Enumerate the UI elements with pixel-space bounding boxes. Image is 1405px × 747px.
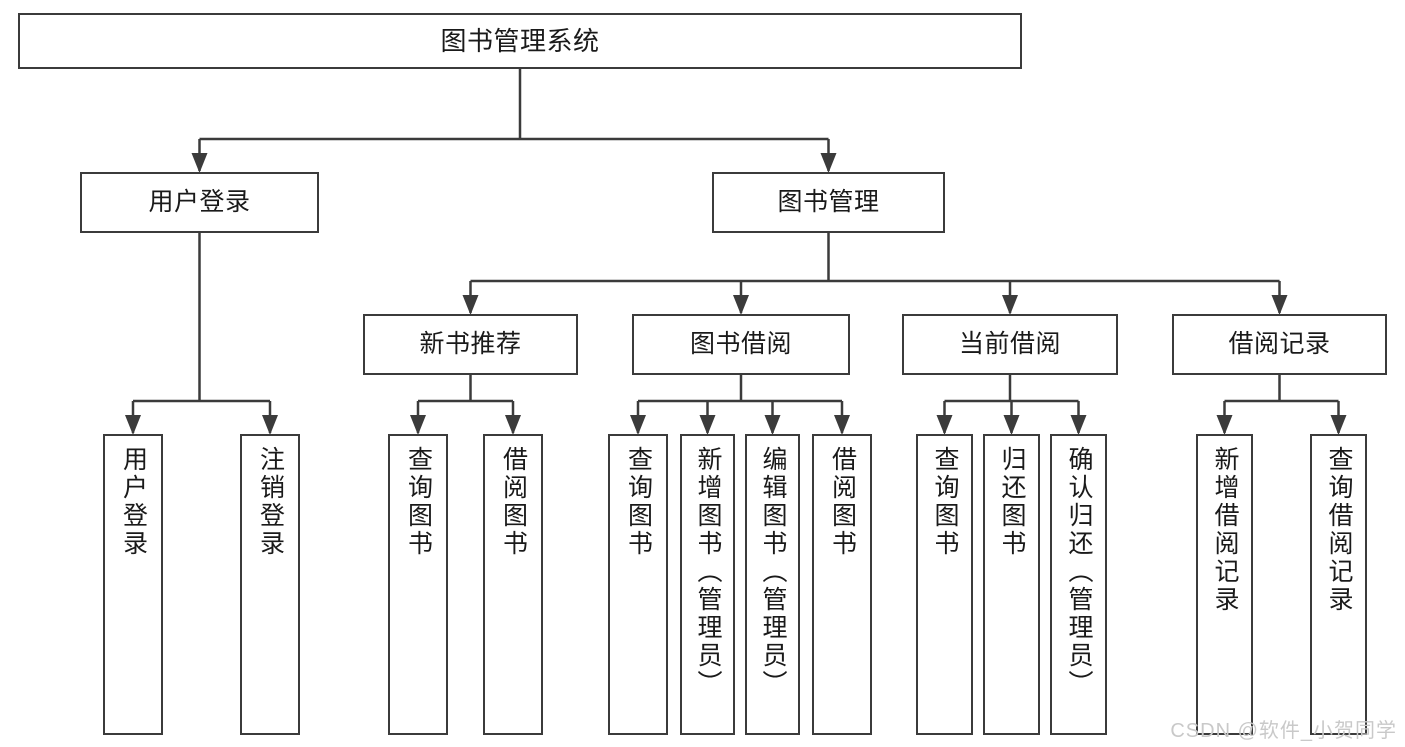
node-label: 新书推荐 bbox=[419, 329, 522, 358]
node-leaf-cb-query[interactable]: 查询图书 bbox=[916, 434, 973, 735]
connector-arrowhead bbox=[1002, 295, 1018, 315]
node-label: 图书借阅 bbox=[689, 329, 792, 358]
connector-arrowhead bbox=[699, 415, 716, 435]
node-label: 确认归还（管理员） bbox=[1065, 446, 1093, 698]
node-leaf-nb-query[interactable]: 查询图书 bbox=[388, 434, 448, 735]
connector-arrowhead bbox=[1271, 295, 1288, 315]
node-newbook[interactable]: 新书推荐 bbox=[363, 314, 578, 375]
node-label: 借阅图书 bbox=[499, 446, 528, 558]
node-label: 查询图书 bbox=[624, 446, 653, 558]
watermark: CSDN @软件_小贺同学 bbox=[1170, 720, 1397, 742]
node-leaf-br-query[interactable]: 查询借阅记录 bbox=[1310, 434, 1367, 735]
node-leaf-br-add[interactable]: 新增借阅记录 bbox=[1196, 434, 1253, 735]
connector-arrowhead bbox=[1003, 415, 1020, 435]
connector-arrowhead bbox=[733, 295, 749, 315]
node-label: 图书管理 bbox=[777, 187, 880, 216]
node-label: 查询图书 bbox=[931, 446, 959, 558]
node-leaf-cb-return[interactable]: 归还图书 bbox=[983, 434, 1040, 735]
connector-arrowhead bbox=[630, 415, 646, 435]
connector-arrowhead bbox=[410, 415, 426, 435]
node-leaf-user-login[interactable]: 用户登录 bbox=[103, 434, 163, 735]
connector-arrowhead bbox=[1070, 415, 1087, 435]
node-label: 新增借阅记录 bbox=[1211, 446, 1239, 614]
node-leaf-nb-borrow[interactable]: 借阅图书 bbox=[483, 434, 543, 735]
node-leaf-bb-borrow[interactable]: 借阅图书 bbox=[812, 434, 872, 735]
node-leaf-bb-edit[interactable]: 编辑图书（管理员） bbox=[745, 434, 800, 735]
node-label: 当前借阅 bbox=[958, 329, 1061, 358]
node-leaf-bb-add[interactable]: 新增图书（管理员） bbox=[680, 434, 735, 735]
connector-arrowhead bbox=[1330, 415, 1347, 435]
node-current[interactable]: 当前借阅 bbox=[902, 314, 1118, 375]
connector-arrowhead bbox=[1216, 415, 1233, 435]
node-label: 用户登录 bbox=[148, 187, 251, 216]
connector-arrowhead bbox=[834, 415, 850, 435]
node-label: 查询借阅记录 bbox=[1325, 446, 1353, 614]
node-leaf-bb-query[interactable]: 查询图书 bbox=[608, 434, 668, 735]
node-login[interactable]: 用户登录 bbox=[80, 172, 319, 233]
node-label: 用户登录 bbox=[119, 446, 148, 558]
connector-arrowhead bbox=[936, 415, 953, 435]
node-label: 图书管理系统 bbox=[440, 25, 600, 56]
connector-arrowhead bbox=[820, 153, 837, 173]
node-label: 注销登录 bbox=[256, 446, 285, 558]
connector-arrowhead bbox=[191, 153, 208, 173]
connector-arrowhead bbox=[764, 415, 781, 435]
node-label: 归还图书 bbox=[998, 446, 1026, 558]
connector-arrowhead bbox=[462, 295, 479, 315]
node-borrow[interactable]: 图书借阅 bbox=[632, 314, 850, 375]
node-root[interactable]: 图书管理系统 bbox=[18, 13, 1022, 69]
node-label: 借阅图书 bbox=[828, 446, 857, 558]
node-leaf-cb-confirm[interactable]: 确认归还（管理员） bbox=[1050, 434, 1107, 735]
node-bookmgmt[interactable]: 图书管理 bbox=[712, 172, 945, 233]
node-label: 编辑图书（管理员） bbox=[759, 446, 787, 698]
node-label: 新增图书（管理员） bbox=[694, 446, 722, 698]
node-leaf-user-logout[interactable]: 注销登录 bbox=[240, 434, 300, 735]
node-label: 查询图书 bbox=[404, 446, 433, 558]
connector-arrowhead bbox=[505, 415, 521, 435]
connector-arrowhead bbox=[125, 415, 141, 435]
connector-arrowhead bbox=[262, 415, 278, 435]
node-label: 借阅记录 bbox=[1228, 329, 1331, 358]
node-records[interactable]: 借阅记录 bbox=[1172, 314, 1387, 375]
